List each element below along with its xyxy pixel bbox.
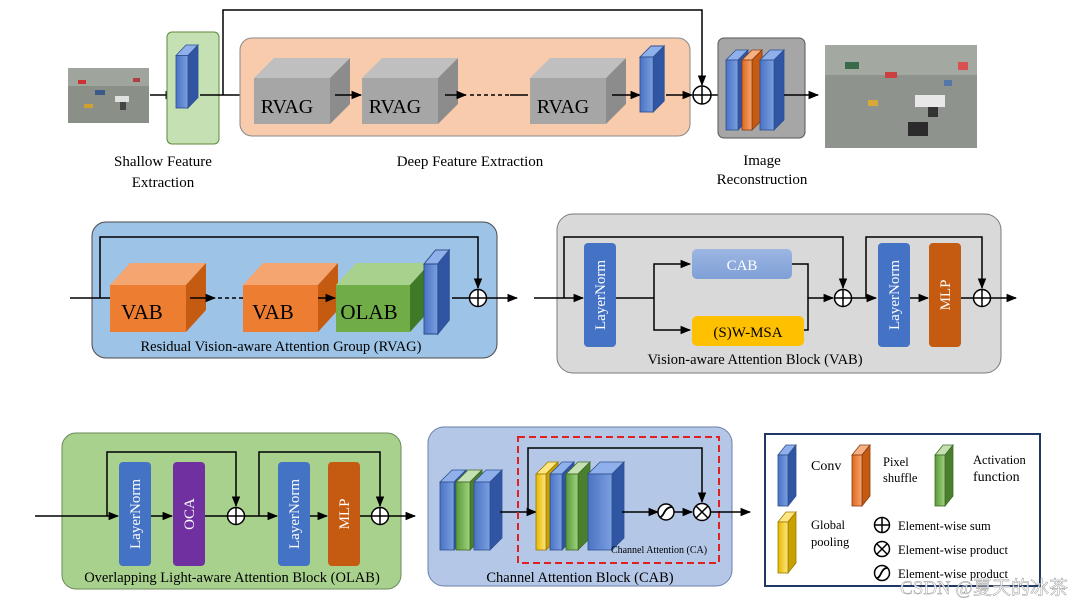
legend-activation-icon: [934, 443, 954, 508]
legend-pooling-label-1: Global: [811, 518, 846, 532]
vab-swmsa-block: [692, 316, 804, 346]
sigmoid-icon: [657, 503, 675, 521]
shallow-label-line1: Shallow Feature: [114, 154, 212, 170]
legend-conv-icon: [777, 443, 797, 508]
vab-sum-icon-2: [972, 288, 992, 308]
legend-sigmoid-label: Element-wise product: [898, 567, 1009, 581]
shallow-label-line2: Extraction: [132, 175, 195, 191]
vab-block-1: VAB: [110, 263, 206, 332]
rvag-conv-icon: [423, 249, 450, 335]
global-sum-icon: [692, 85, 712, 105]
vab-cab-block: [692, 249, 792, 279]
legend-global-pooling-icon: [777, 510, 797, 575]
legend-product-icon: [873, 540, 891, 558]
pixel-shuffle-icon: [741, 49, 763, 131]
olab-layernorm-label-2: LayerNorm: [287, 479, 303, 549]
olab-skip-connection-2: [258, 451, 385, 516]
vab-mlp-block: [929, 243, 961, 347]
vab-label-2: VAB: [252, 300, 294, 324]
legend-activation-label-1: Activation: [973, 453, 1027, 467]
rvag-label-1: RVAG: [261, 96, 314, 118]
olab-oca-label: OCA: [182, 498, 198, 530]
vab-layernorm-label-2: LayerNorm: [887, 260, 903, 330]
olab-oca-block: [173, 462, 205, 566]
legend-product-label: Element-wise product: [898, 543, 1009, 557]
vab-cab-merge-line: [792, 263, 809, 298]
global-skip-connection: [222, 9, 707, 95]
vab-skip-connection-1: [563, 236, 848, 298]
vab-merge-arrow: [804, 293, 835, 331]
ca-conv-icon-2: [587, 461, 625, 551]
deep-conv-icon: [639, 45, 665, 113]
legend-pixel-label-2: shuffle: [883, 471, 918, 485]
rvag-skip-connection: [99, 236, 483, 298]
vab-swmsa-label: (S)W-MSA: [713, 325, 782, 341]
vab-mlp-label: MLP: [938, 280, 954, 311]
olab-sum-icon-2: [370, 506, 390, 526]
cab-caption: Channel Attention Block (CAB): [486, 570, 673, 586]
ca-label: Channel Attention (CA): [611, 545, 707, 556]
rvag-sum-icon: [468, 288, 488, 308]
vab-layernorm-block: [584, 243, 616, 347]
legend-pooling-label-2: pooling: [811, 535, 850, 549]
vab-skip-connection-2: [865, 236, 987, 298]
rvag-label-2: RVAG: [369, 96, 422, 118]
legend-box: [764, 433, 1041, 587]
vab-block-2: VAB: [243, 263, 338, 332]
olab-layernorm-label: LayerNorm: [128, 479, 144, 549]
rvag-block-3: RVAG: [530, 58, 626, 124]
vab-layernorm-label: LayerNorm: [593, 260, 609, 330]
vab-layernorm-block-2: [878, 243, 910, 347]
olab-mlp-label: MLP: [337, 499, 353, 530]
input-image: [68, 68, 149, 123]
legend-sum-icon: [873, 516, 891, 534]
ca-product-icon: [692, 502, 712, 522]
rvag-block-2: RVAG: [362, 58, 458, 124]
vab-cab-label: CAB: [727, 258, 758, 274]
rvag-caption: Residual Vision-aware Attention Group (R…: [141, 339, 422, 355]
vab-caption: Vision-aware Attention Block (VAB): [647, 352, 862, 368]
ca-skip-connection: [527, 447, 707, 512]
legend-conv-label: Conv: [811, 459, 841, 474]
legend-sigmoid-icon: [873, 564, 891, 582]
watermark-text: CSDN @夏天的冰茶: [900, 577, 1068, 599]
cab-conv-icon-2: [473, 469, 503, 551]
legend-sum-label: Element-wise sum: [898, 519, 991, 533]
vab-label-1: VAB: [121, 300, 163, 324]
ca-activation-icon: [565, 461, 591, 551]
rvag-label-3: RVAG: [537, 96, 590, 118]
deep-label: Deep Feature Extraction: [397, 154, 544, 170]
olab-skip-connection-1: [106, 451, 241, 516]
olab-label: OLAB: [340, 300, 397, 324]
legend-pixel-label-1: Pixel: [883, 455, 909, 469]
olab-mlp-block: [328, 462, 360, 566]
olab-sum-icon-1: [226, 506, 246, 526]
recon-label-line1: Image: [743, 153, 781, 169]
olab-layernorm-block: [119, 462, 151, 566]
olab-layernorm-block-2: [278, 462, 310, 566]
rvag-block-1: RVAG: [254, 58, 350, 124]
recon-label-line2: Reconstruction: [717, 172, 808, 188]
recon-conv-icon-2: [759, 49, 785, 131]
olab-caption: Overlapping Light-aware Attention Block …: [84, 570, 380, 586]
output-image: [825, 45, 977, 148]
vab-sum-icon-1: [833, 288, 853, 308]
vab-branch-to-msa: [653, 298, 692, 335]
legend-pixel-shuffle-icon: [851, 443, 871, 508]
shallow-conv-icon: [175, 44, 199, 109]
legend-activation-label-2: function: [973, 470, 1020, 485]
channel-attention-region: [517, 436, 720, 564]
vab-branch-to-cab: [653, 259, 692, 298]
olab-block: OLAB: [336, 263, 430, 332]
